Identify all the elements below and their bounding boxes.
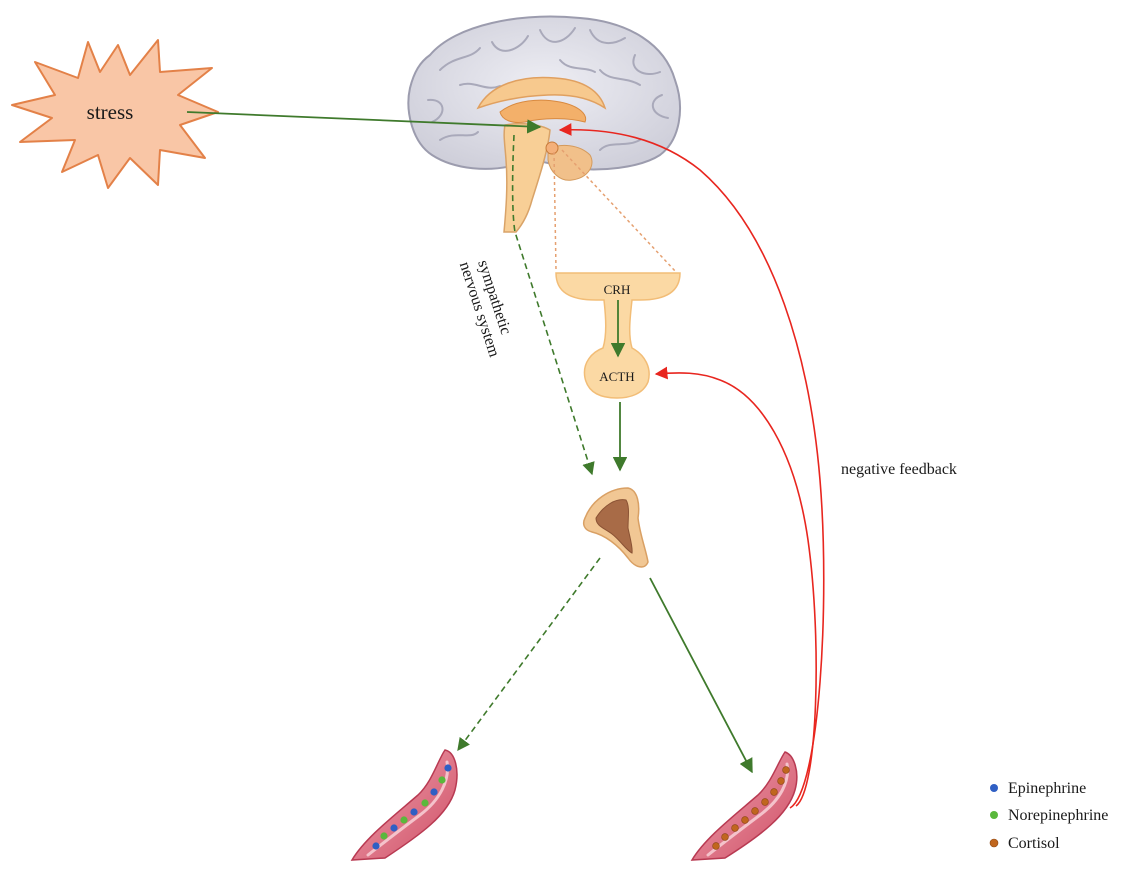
legend-label-epinephrine: Epinephrine: [1008, 780, 1086, 797]
legend-label-cortisol: Cortisol: [1008, 835, 1060, 852]
legend-item-norepinephrine: Norepinephrine: [990, 807, 1108, 824]
stress-label: stress: [87, 100, 134, 124]
legend: Epinephrine Norepinephrine Cortisol: [990, 780, 1108, 852]
legend-item-epinephrine: Epinephrine: [990, 780, 1086, 797]
legend-label-norepinephrine: Norepinephrine: [1008, 807, 1108, 824]
legend-swatch-cortisol: [990, 839, 998, 847]
legend-swatch-epinephrine: [990, 784, 998, 792]
acth-label: ACTH: [599, 369, 634, 384]
crh-label: CRH: [604, 282, 631, 297]
blood-vessel-icon: [352, 750, 457, 860]
stress-burst: stress: [12, 40, 218, 188]
sympathetic-label: sympathetic nervous system: [456, 254, 520, 360]
brain-icon: [408, 17, 680, 232]
adrenal-to-medulla-vessel-arrow: [458, 558, 600, 750]
legend-item-cortisol: Cortisol: [990, 835, 1060, 852]
blood-vessel-icon: [692, 752, 797, 860]
negative-feedback-label: negative feedback: [841, 461, 957, 478]
adrenal-to-cortisol-vessel-arrow: [650, 578, 752, 772]
legend-swatch-norepinephrine: [990, 811, 998, 819]
adrenal-gland-icon: [584, 488, 648, 567]
feedback-to-hypothalamus-arrow: [560, 130, 824, 808]
